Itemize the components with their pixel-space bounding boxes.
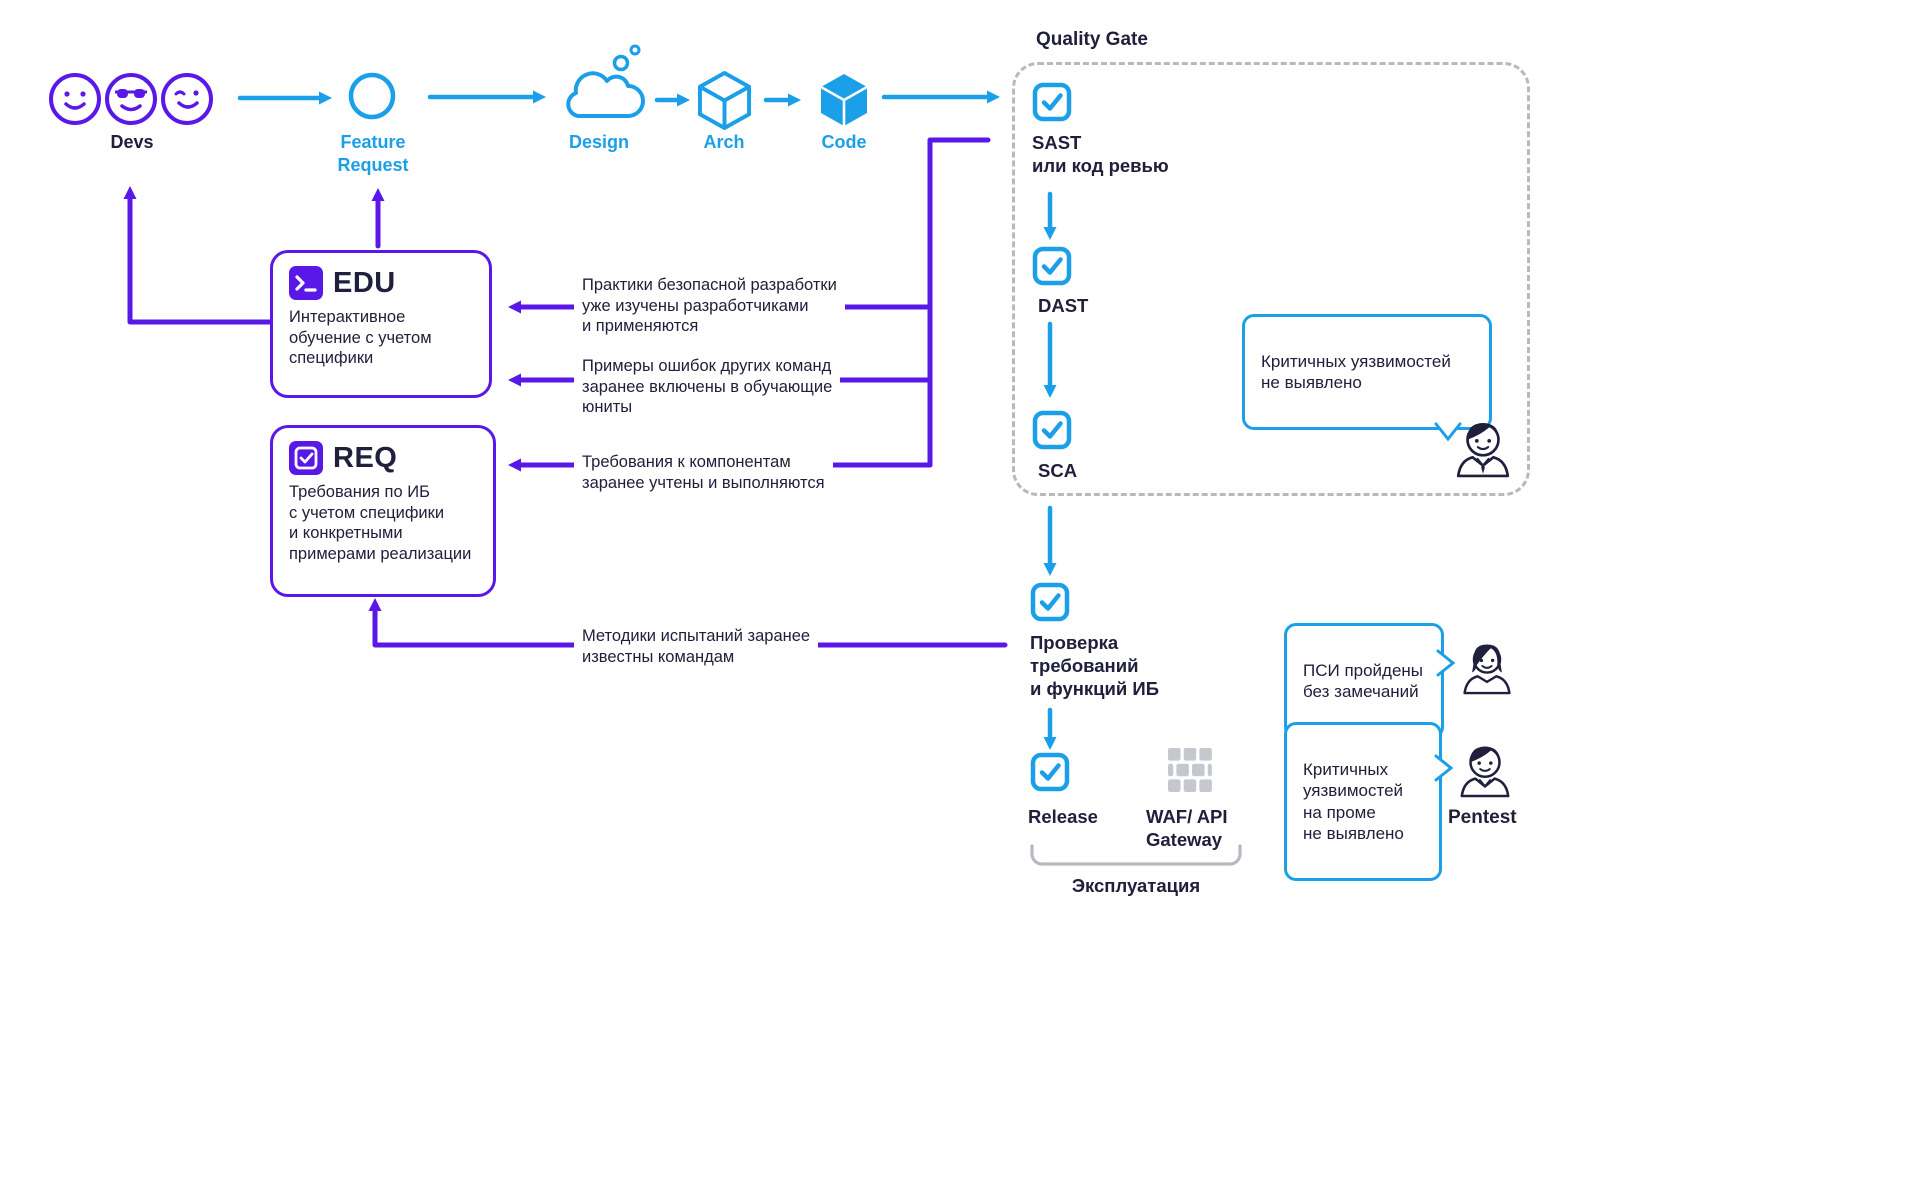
req-title: REQ <box>333 441 398 474</box>
dast-checkbox-icon <box>1032 246 1072 286</box>
waf-gateway-label: WAF/ API Gateway <box>1146 806 1228 850</box>
operations-bracket <box>1030 844 1242 866</box>
design-label: Design <box>568 132 629 152</box>
engineer-person-icon <box>1456 422 1510 478</box>
bubble-tail <box>1434 422 1462 442</box>
edu-terminal-icon <box>289 266 323 300</box>
waf-firewall-icon <box>1168 748 1212 792</box>
ib-check-checkbox-icon <box>1030 582 1070 622</box>
note-mistakes: Примеры ошибок других команд заранее вкл… <box>574 354 841 421</box>
arch-icon <box>697 71 752 130</box>
quality-gate-box <box>1012 62 1530 496</box>
pentest-label: Pentest <box>1448 807 1517 828</box>
pentester-person-icon <box>1460 746 1510 798</box>
pentest-result-bubble: Критичных уязвимостей на проме не выявле… <box>1284 722 1454 881</box>
req-checklist-icon <box>289 441 323 475</box>
edu-card: EDU Интерактивное обучение с учетом спец… <box>270 250 492 398</box>
note-test-methods: Методики испытаний заранее известны кома… <box>574 624 819 670</box>
psi-passed-text: ПСИ пройдены без замечаний <box>1303 660 1424 702</box>
design-icon <box>566 44 645 118</box>
sca-checkbox-icon <box>1032 410 1072 450</box>
edu-title: EDU <box>333 266 396 299</box>
dast-label: DAST <box>1038 295 1089 316</box>
bubble-tail <box>1434 754 1454 782</box>
devs-icon <box>49 73 213 125</box>
bubble-tail <box>1436 649 1456 677</box>
qa-person-icon <box>1463 644 1511 695</box>
no-critical-vulns-text: Критичных уязвимостей не выявлено <box>1261 351 1451 393</box>
feature-request-icon <box>348 72 396 120</box>
no-critical-vulns-bubble: Критичных уязвимостей не выявлено <box>1242 314 1492 442</box>
arch-label: Arch <box>703 132 745 152</box>
req-description: Требования по ИБ с учетом специфики и ко… <box>289 483 472 563</box>
sast-checkbox-icon <box>1032 82 1072 122</box>
operations-stage-label: Эксплуатация <box>1071 875 1201 896</box>
sca-label: SCA <box>1038 460 1078 481</box>
feature-request-label: Feature Request <box>337 132 409 175</box>
note-requirements: Требования к компонентам заранее учтены … <box>574 450 833 496</box>
devs-label: Devs <box>110 132 154 152</box>
release-label: Release <box>1028 806 1098 827</box>
note-practices: Практики безопасной разработки уже изуче… <box>574 273 845 340</box>
edu-description: Интерактивное обучение с учетом специфик… <box>289 308 432 367</box>
release-checkbox-icon <box>1030 752 1070 792</box>
ib-check-label: Проверка требований и функций ИБ <box>1030 632 1160 699</box>
quality-gate-title: Quality Gate <box>1036 29 1148 50</box>
code-icon <box>820 74 868 126</box>
req-card: REQ Требования по ИБ с учетом специфики … <box>270 425 496 597</box>
code-label: Code <box>821 132 867 152</box>
psi-passed-bubble: ПСИ пройдены без замечаний <box>1284 623 1456 739</box>
sast-label: SAST или код ревью <box>1032 132 1169 176</box>
pentest-result-text: Критичных уязвимостей на проме не выявле… <box>1303 759 1404 844</box>
